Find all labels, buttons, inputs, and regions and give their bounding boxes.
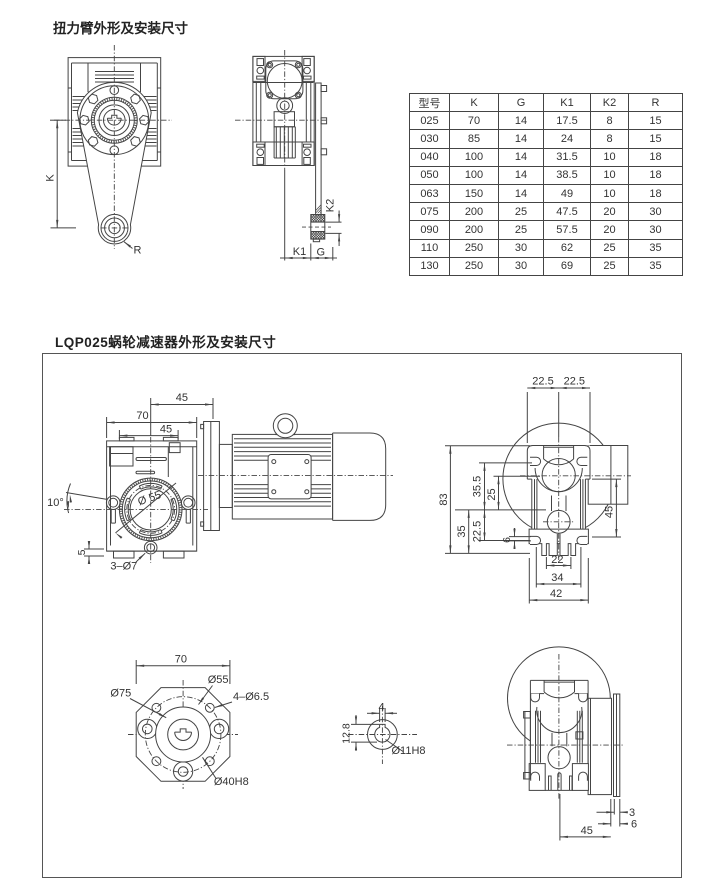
svg-text:45: 45	[604, 506, 616, 518]
svg-text:K2: K2	[325, 199, 337, 212]
svg-text:6: 6	[631, 818, 637, 830]
svg-text:35.5: 35.5	[472, 476, 484, 497]
svg-text:Ø75: Ø75	[110, 688, 131, 700]
svg-text:22: 22	[551, 554, 563, 566]
svg-text:R: R	[134, 245, 142, 257]
svg-text:45: 45	[160, 424, 172, 436]
svg-text:6: 6	[501, 537, 513, 543]
svg-text:35: 35	[456, 525, 468, 537]
svg-text:22.5: 22.5	[564, 376, 585, 388]
svg-text:70: 70	[175, 653, 187, 665]
svg-text:10°: 10°	[47, 497, 64, 509]
svg-text:12.8: 12.8	[341, 723, 353, 744]
svg-text:42: 42	[550, 588, 562, 600]
svg-text:45: 45	[581, 825, 593, 837]
svg-text:3–Ø7: 3–Ø7	[110, 561, 137, 573]
svg-text:22.5: 22.5	[472, 521, 484, 542]
svg-text:25: 25	[486, 488, 498, 500]
svg-text:Ø55: Ø55	[208, 674, 229, 686]
svg-text:5: 5	[76, 549, 88, 555]
svg-text:4: 4	[378, 702, 384, 714]
svg-text:3: 3	[629, 807, 635, 819]
svg-text:22.5: 22.5	[532, 376, 553, 388]
svg-text:K: K	[45, 174, 57, 182]
svg-text:K1: K1	[293, 246, 306, 258]
svg-text:83: 83	[438, 493, 450, 505]
svg-text:45: 45	[176, 392, 188, 404]
svg-text:Ø11H8: Ø11H8	[391, 745, 425, 757]
svg-text:Ø40H8: Ø40H8	[214, 776, 249, 788]
svg-text:G: G	[317, 247, 326, 259]
svg-text:4–Ø6.5: 4–Ø6.5	[233, 691, 269, 703]
svg-text:70: 70	[136, 410, 148, 422]
svg-text:34: 34	[551, 572, 563, 584]
